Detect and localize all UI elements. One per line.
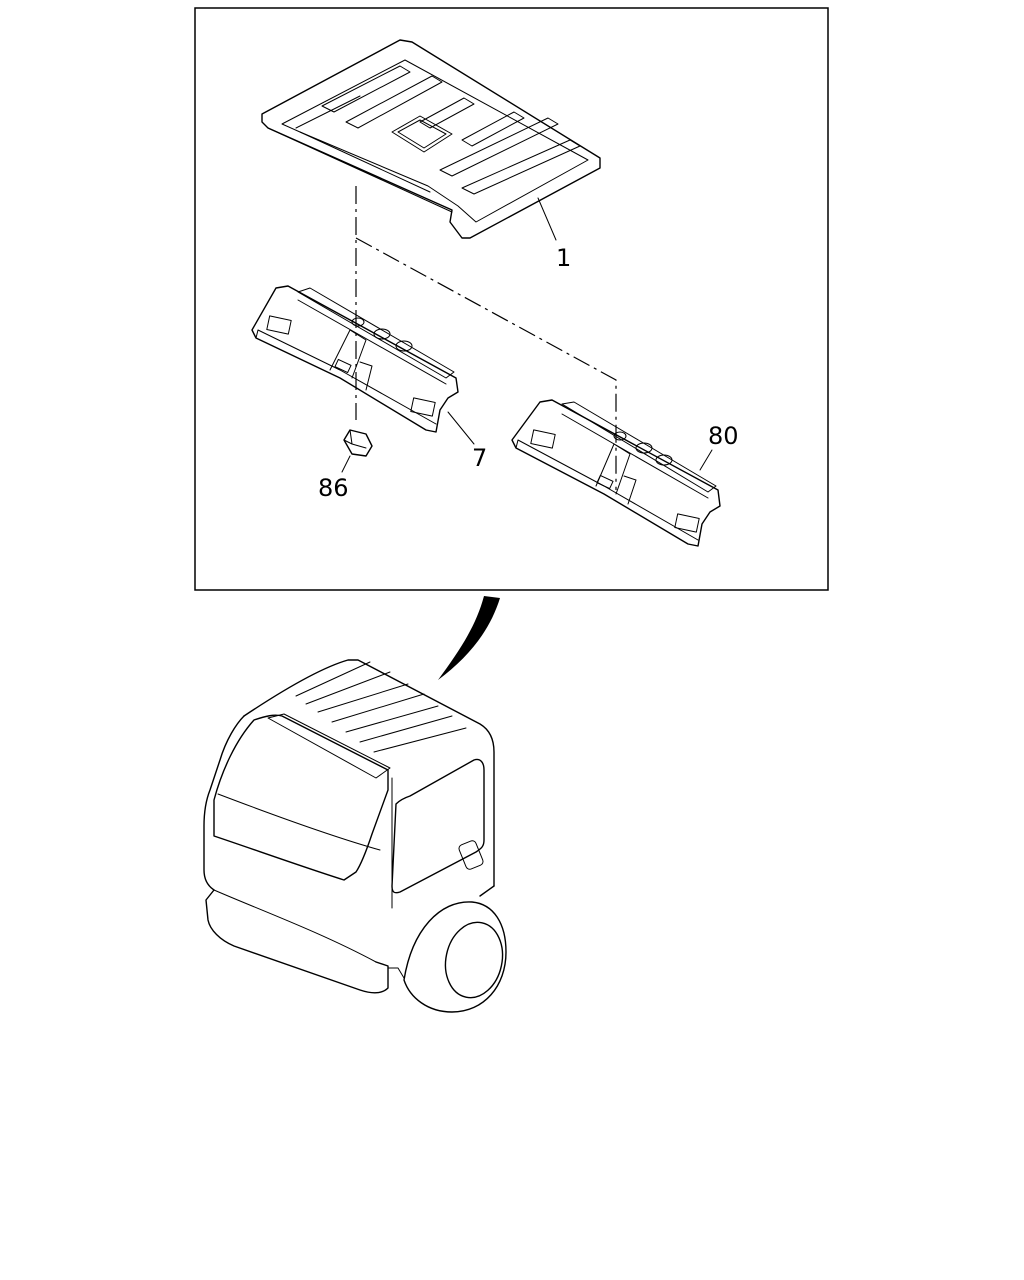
callout-86: 86	[318, 474, 349, 502]
front-header-trim	[251, 285, 459, 433]
callout-80: 80	[708, 422, 739, 450]
detail-frame	[194, 7, 829, 591]
callout-1: 1	[556, 244, 571, 272]
truck-cab	[203, 659, 507, 1013]
rear-header-trim	[511, 399, 721, 547]
clip-86	[343, 429, 373, 457]
callout-7: 7	[472, 444, 487, 472]
detail-pointer	[438, 596, 500, 680]
headlining-panel	[261, 39, 601, 239]
assembly-line-rear	[355, 237, 617, 490]
